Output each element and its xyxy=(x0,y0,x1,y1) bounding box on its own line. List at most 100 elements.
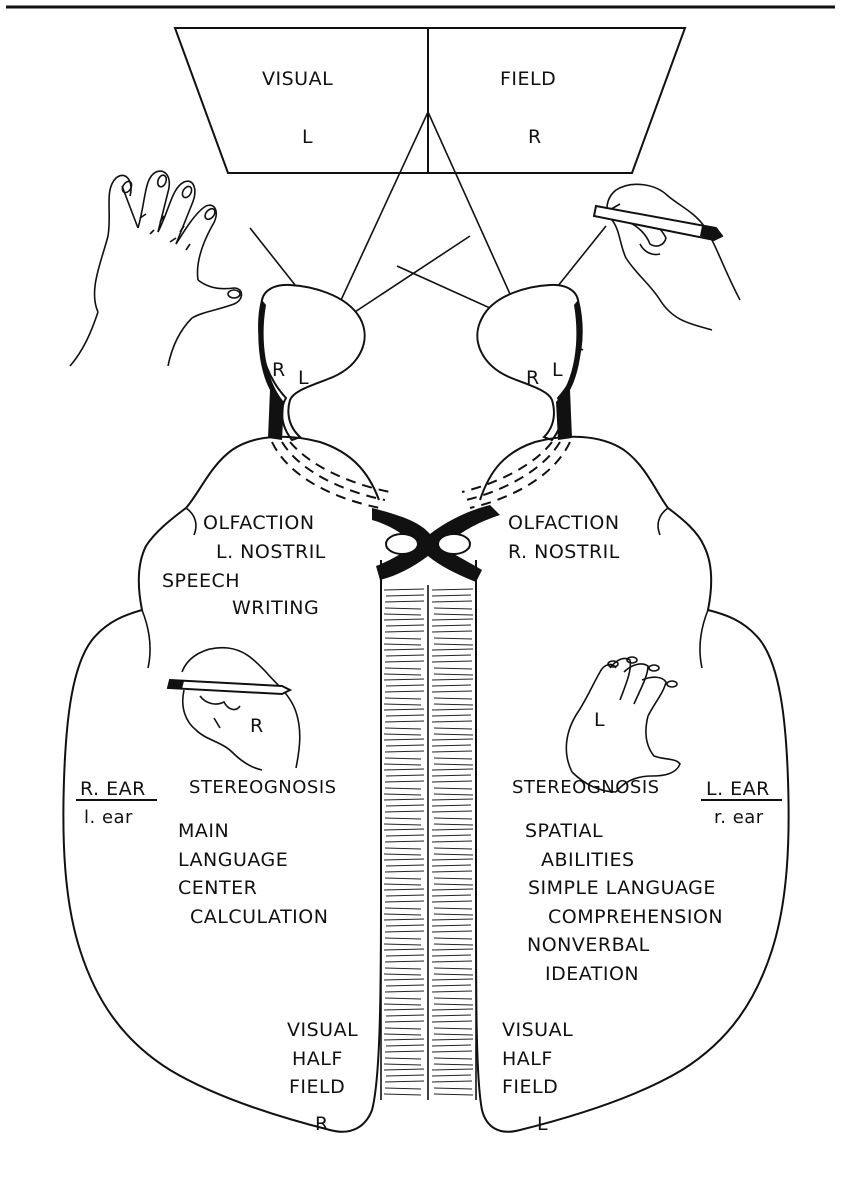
callosum-stroke xyxy=(432,625,471,626)
callosum-stroke xyxy=(384,1094,421,1095)
callosum-stroke xyxy=(432,661,472,662)
callosum-stroke xyxy=(386,835,424,836)
callosum-stroke xyxy=(384,949,424,950)
callosum-stroke xyxy=(385,901,424,902)
callosum-stroke xyxy=(386,625,424,626)
abilities-label: ABILITIES xyxy=(541,849,635,871)
callosum-stroke xyxy=(434,1028,472,1029)
callosum-stroke xyxy=(384,1034,421,1035)
callosum-stroke xyxy=(385,631,424,632)
callosum-stroke xyxy=(434,1088,472,1089)
callosum-stroke xyxy=(432,649,473,650)
callosum-stroke xyxy=(434,734,473,735)
callosum-stroke xyxy=(434,818,472,819)
callosum-stroke xyxy=(384,734,421,735)
callosum-stroke xyxy=(384,889,424,890)
right-ear-major-label: L. EAR xyxy=(706,778,770,800)
callosum-stroke xyxy=(385,751,424,752)
callosum-stroke xyxy=(432,775,471,776)
callosum-stroke xyxy=(432,931,472,932)
callosum-stroke xyxy=(432,991,472,992)
callosum-stroke xyxy=(386,805,424,806)
callosum-stroke xyxy=(385,1058,421,1059)
callosum-stroke xyxy=(386,745,424,746)
callosum-stroke xyxy=(432,961,472,962)
callosum-stroke xyxy=(432,835,471,836)
callosum-stroke xyxy=(384,1069,424,1070)
callosum-stroke xyxy=(434,758,472,759)
callosum-stroke xyxy=(434,1034,473,1035)
visual-field-screen xyxy=(175,28,685,173)
callosum-stroke xyxy=(432,925,471,926)
right-hemisphere-open-hand xyxy=(566,657,680,792)
callosum-stroke xyxy=(432,1069,473,1070)
callosum-stroke xyxy=(385,608,421,609)
callosum-stroke xyxy=(432,985,471,986)
callosum-stroke xyxy=(385,938,421,939)
right-stereognosis-label: STEREOGNOSIS xyxy=(512,777,660,798)
right-eye-nasal-label: R xyxy=(526,367,540,389)
visual-field-word-visual: VISUAL xyxy=(262,68,333,90)
left-half-label: HALF xyxy=(292,1048,343,1070)
callosum-stroke xyxy=(384,859,424,860)
callosum-stroke xyxy=(384,709,424,710)
callosum-stroke xyxy=(384,914,421,915)
callosum-stroke xyxy=(434,794,473,795)
callosum-stroke xyxy=(432,781,472,782)
callosum-stroke xyxy=(384,769,424,770)
callosum-stroke xyxy=(432,889,473,890)
callosum-stroke xyxy=(385,1028,421,1029)
callosum-stroke xyxy=(384,1039,424,1040)
callosum-stroke xyxy=(384,649,424,650)
callosum-stroke xyxy=(432,655,471,656)
right-ear-minor-label: r. ear xyxy=(714,807,764,828)
callosum-stroke xyxy=(434,698,472,699)
callosum-stroke xyxy=(384,829,424,830)
callosum-stroke xyxy=(385,661,424,662)
callosum-stroke xyxy=(386,595,424,596)
left-olfaction-label: OLFACTION xyxy=(203,512,315,534)
callosum-stroke xyxy=(432,979,473,980)
callosum-stroke xyxy=(384,704,421,705)
simple-language-label: SIMPLE LANGUAGE xyxy=(528,877,716,899)
callosum-stroke xyxy=(386,655,424,656)
callosum-stroke xyxy=(432,949,473,950)
left-hemisphere-hand-with-pencil xyxy=(168,648,300,770)
callosum-stroke xyxy=(384,644,421,645)
callosum-stroke xyxy=(385,601,424,602)
callosum-stroke xyxy=(384,764,421,765)
callosum-stroke xyxy=(434,674,473,675)
callosum-stroke xyxy=(434,764,473,765)
callosum-stroke xyxy=(432,871,472,872)
callosum-stroke xyxy=(385,841,424,842)
callosum-stroke xyxy=(432,1039,473,1040)
callosum-stroke xyxy=(434,914,473,915)
callosum-stroke xyxy=(432,595,471,596)
left-visual-label: VISUAL xyxy=(287,1019,358,1041)
callosum-stroke xyxy=(384,589,424,590)
callosum-stroke xyxy=(386,985,424,986)
callosum-stroke xyxy=(434,1064,473,1065)
right-nostril-label: R. NOSTRIL xyxy=(508,541,620,563)
callosum-stroke xyxy=(384,799,424,800)
callosum-stroke xyxy=(434,614,473,615)
visual-field-word-field: FIELD xyxy=(500,68,556,90)
callosum-stroke xyxy=(384,824,421,825)
callosum-stroke xyxy=(432,715,471,716)
callosum-stroke xyxy=(384,794,421,795)
right-eye xyxy=(477,285,581,440)
callosum-stroke xyxy=(434,728,472,729)
callosum-stroke xyxy=(434,884,473,885)
speech-label: SPEECH xyxy=(162,570,240,592)
callosum-stroke xyxy=(432,865,471,866)
right-eye-temporal-label: L xyxy=(552,359,563,381)
callosum-stroke xyxy=(432,679,473,680)
callosum-stroke xyxy=(434,608,472,609)
callosum-stroke xyxy=(432,895,471,896)
callosum-stroke xyxy=(385,758,421,759)
calculation-label: CALCULATION xyxy=(190,906,328,928)
callosum-stroke xyxy=(432,721,472,722)
callosum-stroke xyxy=(386,895,424,896)
callosum-stroke xyxy=(432,811,472,812)
callosum-stroke xyxy=(384,979,424,980)
